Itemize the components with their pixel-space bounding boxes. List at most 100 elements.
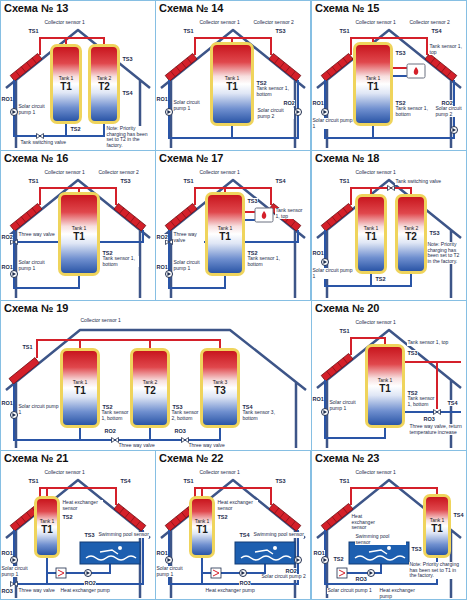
component-caption: Heat exchanger pump xyxy=(205,588,255,594)
sensor-tag: TS3 xyxy=(84,532,95,538)
tank-label-group: Tank 2T2 xyxy=(97,76,112,92)
storage-tank: Tank 1T1 xyxy=(60,348,100,428)
storage-tank: Tank 1T1 xyxy=(58,192,100,276)
sensor-tag: TS4 xyxy=(120,478,131,484)
component-caption: Collector sensor 1 xyxy=(199,170,240,176)
sensor-tag: RO1 xyxy=(1,264,13,270)
component-caption: Three way valve xyxy=(18,588,55,594)
sensor-tag: TS1 xyxy=(339,328,350,334)
sensor-tag: RO1 xyxy=(1,96,13,102)
component-caption: Collector sensor 1 xyxy=(199,20,240,26)
component-caption: Solar circuit pump 1 xyxy=(327,588,372,594)
sensor-tag: RO2 xyxy=(283,100,295,106)
sensor-tag: TS2 xyxy=(70,126,81,132)
component-caption: Tank sensor 1, top xyxy=(275,208,308,219)
component-caption: Solar circuit pump 2 xyxy=(435,106,464,117)
sensor-tag: TS2 xyxy=(333,556,344,562)
component-caption: Collector sensor 1 xyxy=(199,470,240,476)
component-caption: Tank sensor 1, bottom xyxy=(256,86,293,97)
sensor-tag: TS4 xyxy=(447,400,458,406)
component-caption: Collector sensor 1 xyxy=(355,470,396,476)
component-caption: Solar circuit pump 1 xyxy=(18,104,49,115)
sensor-tag: TS1 xyxy=(339,28,350,34)
storage-tank: Tank 2T2 xyxy=(88,44,120,124)
sensor-tag: TS3 xyxy=(120,178,131,184)
tank-label-group: Tank 1T1 xyxy=(366,76,381,92)
sensor-tag: RO1 xyxy=(312,250,324,256)
sensor-tag: TS4 xyxy=(122,90,133,96)
sensor-tag: RO3 xyxy=(239,580,251,586)
tank-label-group: Tank 1T1 xyxy=(40,519,55,535)
component-caption: Three way valve xyxy=(18,232,55,238)
storage-tank: Tank 1T1 xyxy=(205,192,245,276)
component-caption: Collector sensor 1 xyxy=(355,170,396,176)
component-caption: Solar circuit pump 1 xyxy=(173,260,204,271)
sensor-tag: RO1 xyxy=(156,264,168,270)
tank-code: T1 xyxy=(60,82,72,92)
tank-label-group: Tank 3T3 xyxy=(213,380,228,396)
sensor-tag: RO1 xyxy=(1,400,13,406)
component-caption: Heat exchanger sensor xyxy=(217,500,258,511)
component-caption: Tank sensor 1, bottom xyxy=(101,410,130,421)
sensor-tag: TS3 xyxy=(275,28,286,34)
scheme-panel: Схема № 19Tank 1T1Tank 2T2Tank 3T3 xyxy=(0,300,312,451)
tank-code: T1 xyxy=(73,232,85,242)
scheme-title: Схема № 14 xyxy=(159,2,223,15)
factory-note: Three way valve, return temperature incr… xyxy=(409,424,464,435)
component-caption: Collector sensor 1 xyxy=(80,318,121,324)
tank-label-group: Tank 1T1 xyxy=(364,226,379,242)
component-caption: Solar circuit pump 2 xyxy=(257,108,294,119)
storage-tank: Tank 1T1 xyxy=(34,496,60,558)
sensor-tag: TS2 xyxy=(217,514,228,520)
component-caption: Three way valve xyxy=(188,443,225,449)
tank-code: T1 xyxy=(226,82,238,92)
sensor-tag: RO2 xyxy=(84,580,96,586)
component-caption: Swimming pool sensor xyxy=(253,532,304,538)
sensor-tag: TS1 xyxy=(183,28,194,34)
component-caption: Tank switching valve xyxy=(395,179,442,185)
component-caption: Tank sensor 1, top xyxy=(407,340,449,346)
sensor-tag: TS1 xyxy=(22,344,33,350)
component-caption: Solar circuit pump 1 xyxy=(312,268,353,279)
component-caption: Collector sensor 1 xyxy=(355,320,396,326)
sensor-tag: TS1 xyxy=(339,178,350,184)
factory-note: Note: Priority charging has been set to … xyxy=(409,562,464,579)
storage-tank: Tank 2T2 xyxy=(130,348,170,428)
factory-note: Note: Priority charging has been set to … xyxy=(427,242,464,264)
sensor-tag: TS4 xyxy=(453,512,464,518)
component-caption: Solar circuit pump 1 xyxy=(329,400,364,411)
tank-code: T3 xyxy=(214,386,226,396)
scheme-title: Схема № 15 xyxy=(315,2,379,15)
scheme-title: Схема № 18 xyxy=(315,152,379,165)
sensor-tag: TS1 xyxy=(28,178,39,184)
storage-tank: Tank 3T3 xyxy=(200,348,240,428)
sensor-tag: TS4 xyxy=(239,532,250,538)
sensor-tag: TS3 xyxy=(247,198,258,204)
sensor-tag: TS3 xyxy=(395,50,406,56)
component-caption: Solar circuit pump 1 xyxy=(312,118,353,129)
scheme-title: Схема № 17 xyxy=(159,152,223,165)
component-caption: Tank sensor 1, bottom xyxy=(247,256,292,267)
component-caption: Tank switching valve xyxy=(20,140,67,146)
tank-code: T1 xyxy=(431,524,443,534)
storage-tank: Tank 1T1 xyxy=(50,44,82,124)
tank-code: T1 xyxy=(219,232,231,242)
sensor-tag: TS4 xyxy=(431,28,442,34)
component-caption: Tank sensor 3, bottom xyxy=(242,410,283,421)
tank-code: T1 xyxy=(379,384,391,394)
scheme-title: Схема № 23 xyxy=(315,452,379,465)
sensor-tag: TS3 xyxy=(122,56,133,62)
component-caption: Collector sensor 1 xyxy=(44,20,85,26)
sensor-tag: RO1 xyxy=(312,100,324,106)
sensor-tag: TS3 xyxy=(275,478,286,484)
sensor-tag: RO3 xyxy=(423,416,435,422)
component-caption: Heat exchanger sensor xyxy=(62,500,103,511)
tank-label-group: Tank 1T1 xyxy=(218,226,233,242)
component-caption: Heat exchanger pump xyxy=(60,588,110,594)
tank-code: T1 xyxy=(74,386,86,396)
sensor-tag: RO1 xyxy=(156,550,168,556)
component-caption: Three way valve xyxy=(118,443,155,449)
component-caption: Three way valve xyxy=(173,232,204,243)
sensor-tag: TS1 xyxy=(339,478,350,484)
